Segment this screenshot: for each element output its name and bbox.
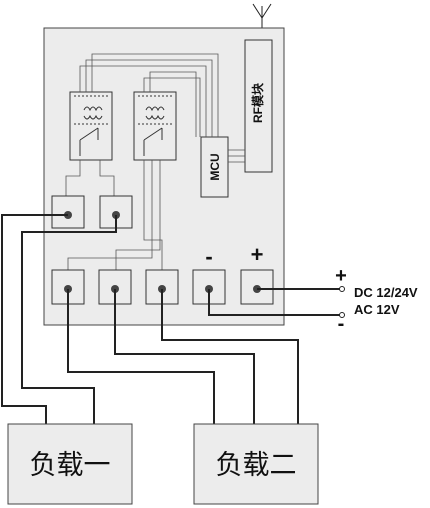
relay-1 [69,91,113,161]
power-plus-sign: + [335,265,347,287]
internal-traces [65,53,245,270]
terminal-plus: + [240,242,274,305]
mcu-chip: MCU [200,136,229,198]
load-1-label: 负载一 [30,450,111,481]
antenna-icon [252,3,272,28]
rf-module-label: RF模块 [250,82,265,123]
mcu-label: MCU [208,153,222,180]
load-2-label: 负载二 [216,450,297,481]
load-1-box: 负载一 [7,423,133,505]
terminal-minus-sign: - [205,244,212,269]
ac-voltage-label: AC 12V [354,302,400,317]
power-minus-sign: - [338,313,345,335]
rf-module: RF模块 [244,39,273,173]
power-input: + - DC 12/24V AC 12V [335,265,418,335]
external-wires [1,214,340,424]
terminal-plus-sign: + [251,242,264,267]
terminal-top-1 [51,195,85,229]
relay-2 [133,91,177,161]
load-2-box: 负载二 [193,423,319,505]
dc-voltage-label: DC 12/24V [354,285,418,300]
